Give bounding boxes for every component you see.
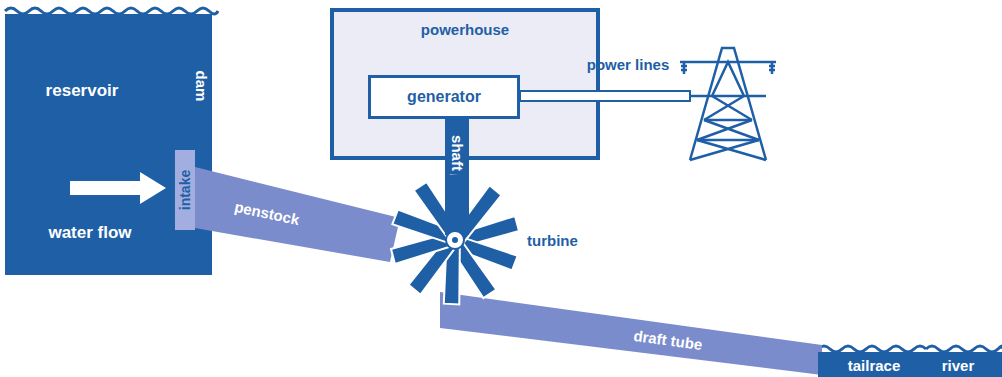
turbine-hub xyxy=(446,231,464,249)
water-flow-label: water flow xyxy=(48,224,131,241)
pipe-shape xyxy=(440,292,822,375)
intake-label: intake xyxy=(178,170,192,210)
tailrace-label: tailrace xyxy=(848,358,901,373)
shaft-rod xyxy=(445,175,469,235)
power-lines-label: power lines xyxy=(587,57,670,72)
turbine-label: turbine xyxy=(527,233,578,248)
powerhouse-label: powerhouse xyxy=(421,22,509,37)
pipe-outline xyxy=(440,288,825,377)
shaft-band: shaft xyxy=(445,119,469,179)
transmission-tower xyxy=(680,48,776,160)
draft-tube-pipe: draft tube xyxy=(440,288,825,377)
generator-box: generator xyxy=(368,75,520,119)
turbine-axle xyxy=(452,237,458,243)
pipe-shape xyxy=(195,167,400,262)
reservoir-block: reservoir dam water flow intake xyxy=(5,14,212,275)
river-label: river xyxy=(942,358,975,373)
power-line-cables xyxy=(520,91,690,101)
penstock-pipe: penstock xyxy=(195,163,405,265)
dam-label: dam xyxy=(194,71,209,102)
generator-label: generator xyxy=(407,89,481,105)
intake-gate: intake xyxy=(175,150,195,230)
turbine-runner xyxy=(389,172,521,309)
tailrace-water: tailrace river xyxy=(818,352,1002,377)
shaft-label: shaft xyxy=(450,135,465,171)
reservoir-label: reservoir xyxy=(46,82,119,99)
water-flow-arrow xyxy=(70,172,166,204)
